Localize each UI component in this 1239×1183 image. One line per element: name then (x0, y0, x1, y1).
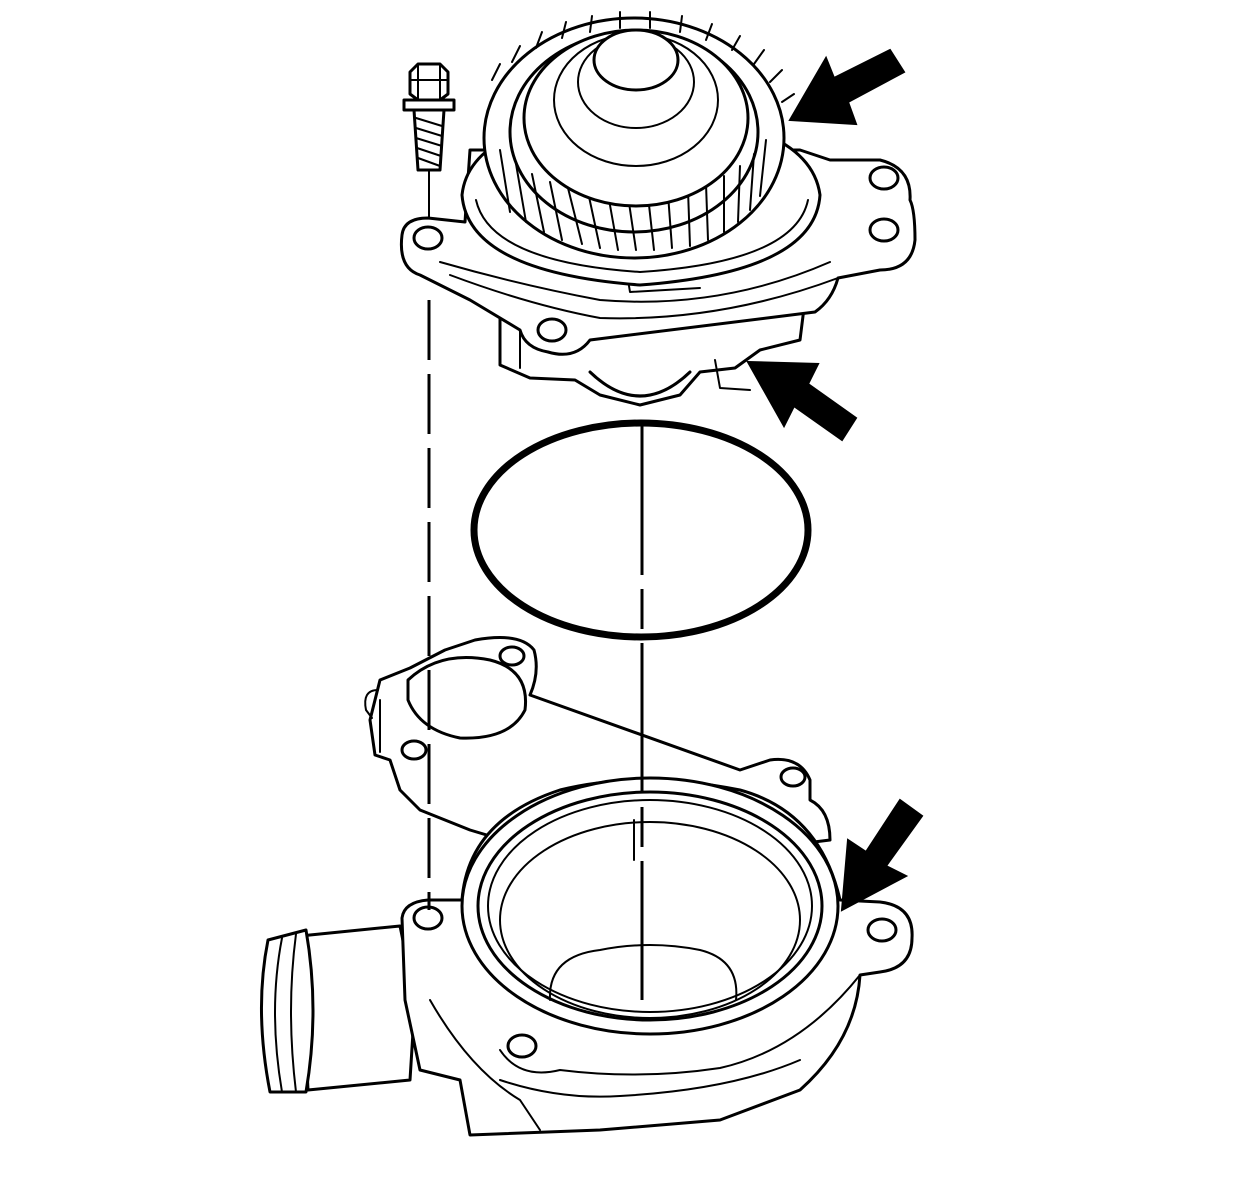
bolt (402, 62, 456, 237)
callout-arrow-seal (746, 360, 858, 442)
housing-bore (460, 776, 840, 1036)
pump-hub (522, 28, 750, 208)
inlet-pipe (259, 924, 417, 1094)
water-pump (399, 11, 917, 407)
callout-arrow-housing (840, 798, 924, 912)
o-ring-seal (470, 419, 812, 641)
callout-arrow-gear (788, 48, 906, 126)
pump-housing (259, 636, 914, 1137)
